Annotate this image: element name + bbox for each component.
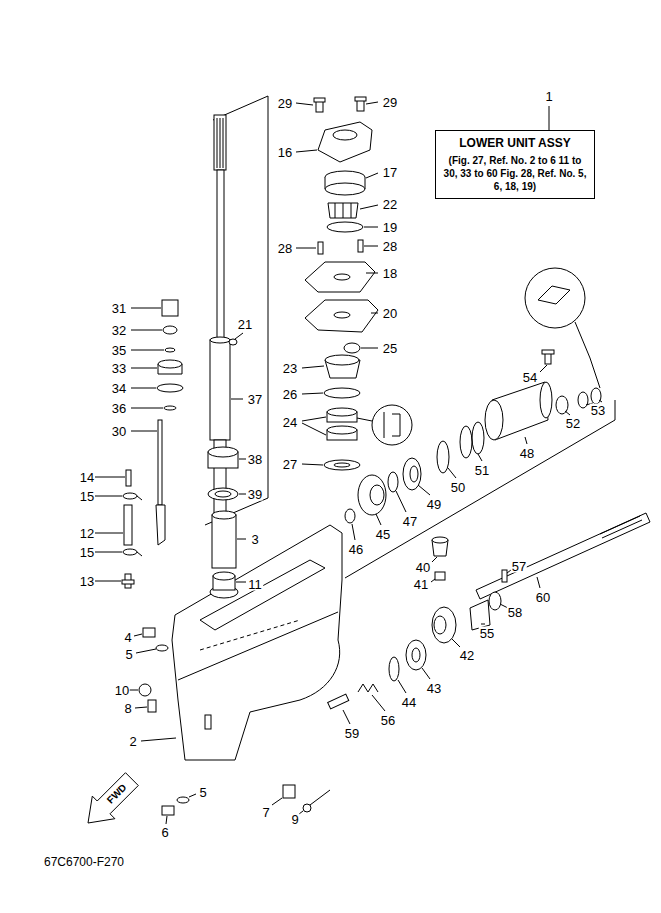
callout-number: 22: [382, 198, 398, 211]
callout-number: 59: [344, 727, 360, 740]
drawing-code: 67C6700-F270: [43, 856, 125, 868]
callout-number: 60: [535, 591, 551, 604]
callout-number: 44: [401, 696, 417, 709]
parts-box: LOWER UNIT ASSY (Fig. 27, Ref. No. 2 to 6…: [435, 130, 595, 199]
callout-number: 46: [348, 543, 364, 556]
callout-number: 53: [590, 404, 606, 417]
callout-number: 55: [479, 627, 495, 640]
callout-number: 52: [565, 417, 581, 430]
callout-number: 28: [277, 242, 293, 255]
callout-number: 24: [282, 416, 298, 429]
callout-number: 49: [426, 498, 442, 511]
callout-number: 41: [413, 578, 429, 591]
callout-number: 19: [382, 221, 398, 234]
callout-number: 23: [282, 362, 298, 375]
callout-number: 27: [282, 458, 298, 471]
callout-number: 2: [128, 735, 137, 748]
callout-number: 10: [114, 684, 130, 697]
callout-number: 34: [111, 382, 127, 395]
callout-number: 33: [111, 362, 127, 375]
callout-number: 58: [507, 606, 523, 619]
box-note: (Fig. 27, Ref. No. 2 to 6 11 to 30, 33 t…: [442, 154, 588, 193]
callout-number: 54: [522, 371, 538, 384]
callout-number: 25: [382, 342, 398, 355]
callout-number: 5: [124, 648, 133, 661]
callout-number: 48: [519, 447, 535, 460]
callout-number: 15: [79, 546, 95, 559]
callout-number: 42: [459, 649, 475, 662]
callout-number: 17: [382, 166, 398, 179]
callout-number: 4: [123, 631, 132, 644]
callout-number: 31: [111, 302, 127, 315]
callout-number: 28: [382, 240, 398, 253]
callout-number: 6: [160, 826, 169, 839]
callout-number: 20: [382, 307, 398, 320]
callout-number: 15: [79, 490, 95, 503]
callout-number: 47: [402, 515, 418, 528]
callout-number: 40: [415, 561, 431, 574]
callout-number: 37: [247, 393, 263, 406]
callout-number: 29: [277, 97, 293, 110]
callout-number: 51: [474, 464, 490, 477]
callout-number: 13: [79, 575, 95, 588]
callout-number: 14: [79, 471, 95, 484]
callout-number: 12: [79, 527, 95, 540]
callout-number: 1: [544, 90, 553, 103]
callout-number: 8: [123, 702, 132, 715]
callout-number: 57: [511, 560, 527, 573]
callout-number: 3: [250, 533, 259, 546]
callout-number: 39: [247, 488, 263, 501]
callout-number: 18: [382, 267, 398, 280]
callout-number: 7: [261, 806, 270, 819]
callout-number: 35: [111, 344, 127, 357]
callout-number: 43: [426, 682, 442, 695]
callout-number: 16: [277, 146, 293, 159]
callout-number: 21: [237, 318, 253, 331]
callout-number: 32: [111, 324, 127, 337]
callout-number: 9: [290, 813, 299, 826]
callout-number: 50: [450, 481, 466, 494]
callout-number: 56: [380, 714, 396, 727]
callout-number: 29: [382, 96, 398, 109]
callout-number: 26: [282, 388, 298, 401]
callout-number: 30: [111, 425, 127, 438]
callout-number: 38: [247, 453, 263, 466]
box-heading: LOWER UNIT ASSY: [442, 136, 588, 151]
callout-number: 36: [111, 402, 127, 415]
callout-number: 11: [247, 578, 263, 591]
callout-number: 5: [198, 786, 207, 799]
callout-number: 45: [375, 528, 391, 541]
